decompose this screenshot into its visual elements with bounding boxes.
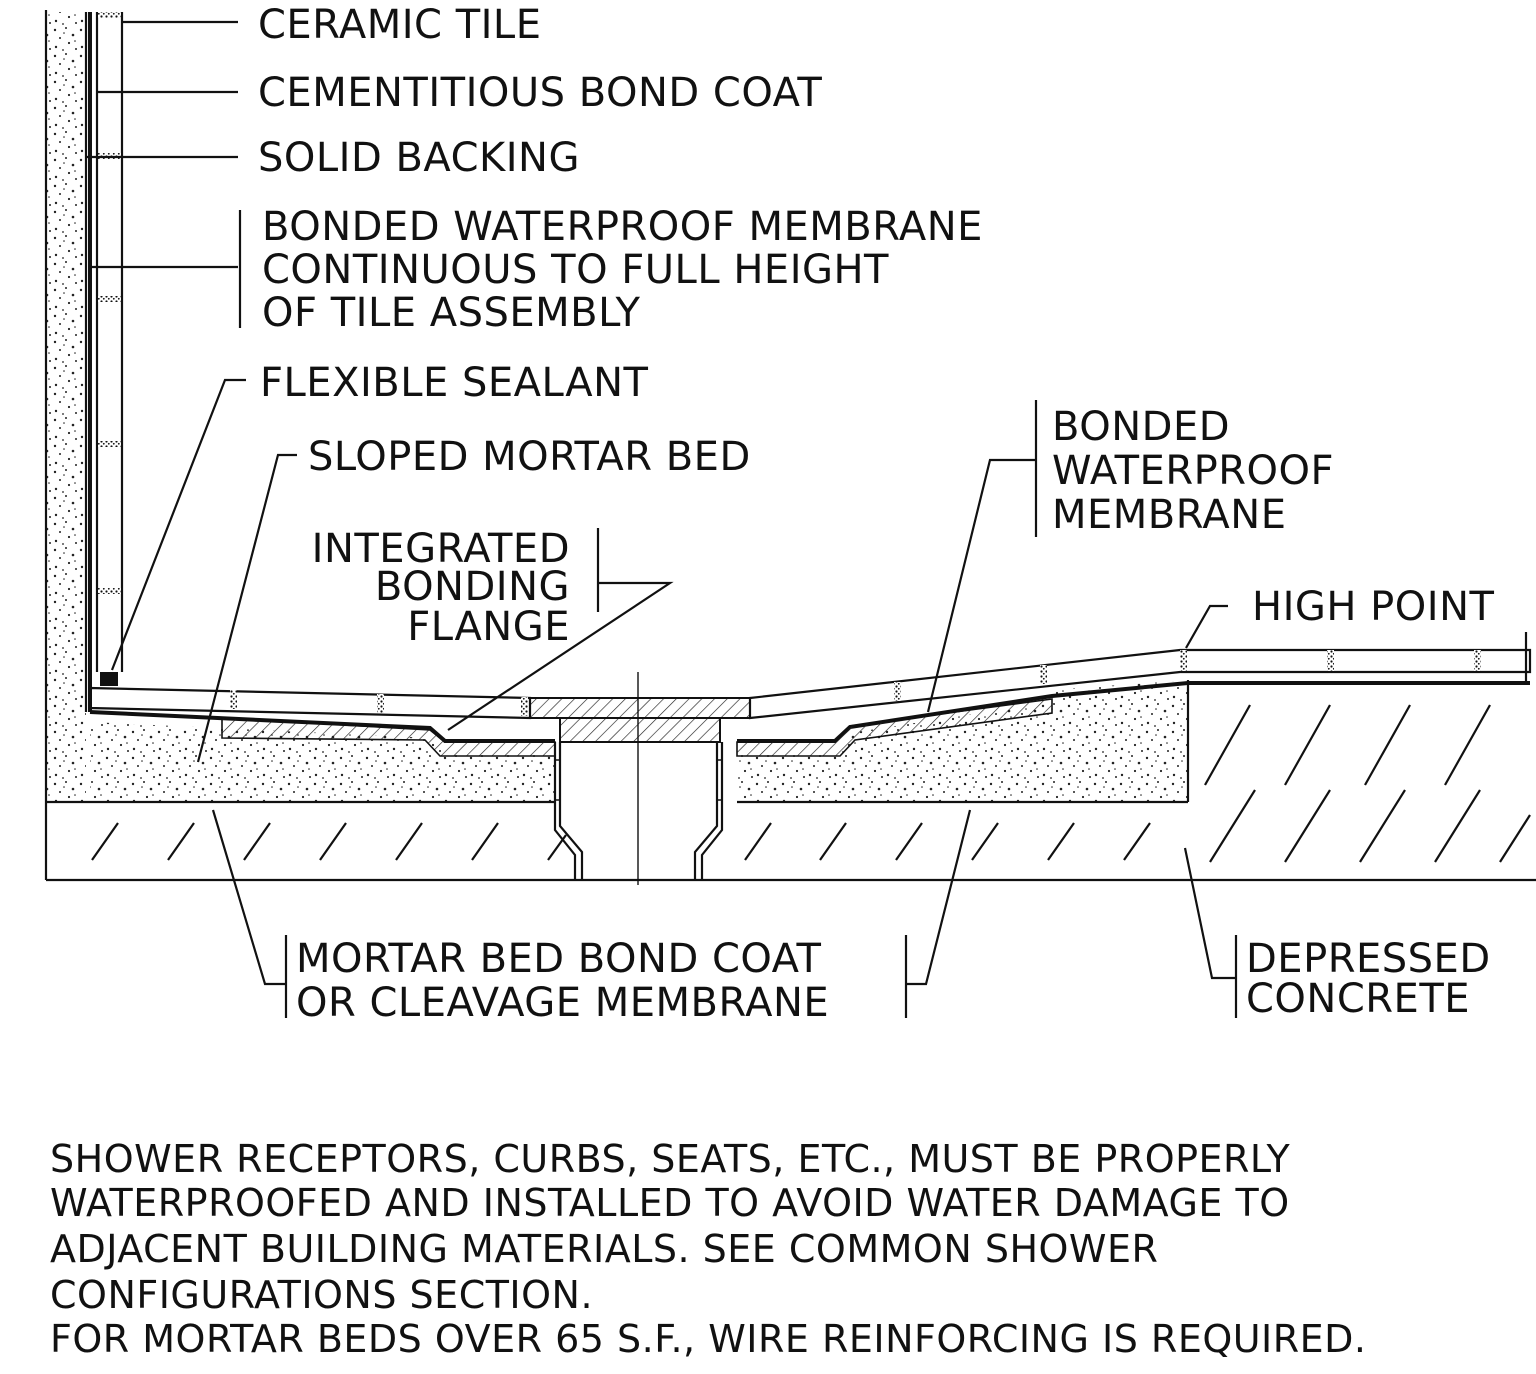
general-notes: SHOWER RECEPTORS, CURBS, SEATS, ETC., MU… (50, 1137, 1367, 1361)
floor-membrane-right (737, 681, 1530, 743)
label-solid-backing: SOLID BACKING (258, 135, 580, 181)
depressed-concrete-hatch (1204, 704, 1531, 863)
label-wall-membrane-line2: CONTINUOUS TO FULL HEIGHT (262, 247, 889, 293)
label-mortar-bed-bond-coat-line2: OR CLEAVAGE MEMBRANE (296, 980, 829, 1026)
callout-labels: CERAMIC TILE CEMENTITIOUS BOND COAT SOLI… (258, 2, 1494, 1026)
label-floor-membrane-line2: WATERPROOF (1052, 448, 1334, 494)
drain-body (559, 717, 721, 743)
label-sloped-mortar-bed: SLOPED MORTAR BED (308, 434, 751, 480)
floor-grout-joints (230, 650, 1481, 716)
bonding-flange-right (736, 698, 1053, 757)
wall-assembly (44, 10, 124, 880)
label-bonding-flange-line3: FLANGE (407, 604, 570, 650)
label-depressed-concrete-line2: CONCRETE (1246, 976, 1470, 1022)
label-depressed-concrete-line1: DEPRESSED (1246, 936, 1491, 982)
slab-hatch-marks (91, 822, 1151, 861)
label-mortar-bed-bond-coat-line1: MORTAR BED BOND COAT (296, 936, 821, 982)
label-cementitious-bond-coat: CEMENTITIOUS BOND COAT (258, 70, 822, 116)
drain-pipe-left (553, 742, 584, 880)
label-wall-membrane-line3: OF TILE ASSEMBLY (262, 290, 641, 336)
solid-backing-wall (46, 12, 86, 802)
drain-assembly (529, 672, 751, 885)
label-wall-membrane-line1: BONDED WATERPROOF MEMBRANE (262, 204, 983, 250)
note-line-1: SHOWER RECEPTORS, CURBS, SEATS, ETC., MU… (50, 1137, 1291, 1181)
label-floor-membrane-line3: MEMBRANE (1052, 492, 1286, 538)
label-flexible-sealant: FLEXIBLE SEALANT (260, 360, 648, 406)
note-line-5: FOR MORTAR BEDS OVER 65 S.F., WIRE REINF… (50, 1317, 1367, 1361)
label-bonding-flange-line1: INTEGRATED (312, 526, 570, 572)
floor-assembly (46, 632, 1536, 885)
drain-grate (529, 697, 751, 719)
leader-lines (86, 20, 1238, 1018)
drain-pipe-right (693, 742, 724, 880)
label-bonding-flange-line2: BONDING (375, 564, 570, 610)
note-line-3: ADJACENT BUILDING MATERIALS. SEE COMMON … (50, 1227, 1158, 1271)
label-floor-membrane-line1: BONDED (1052, 404, 1230, 450)
sloped-mortar-bed-left (90, 722, 555, 802)
flexible-sealant-bead (100, 672, 118, 686)
wall-grout-joints (98, 12, 121, 594)
label-ceramic-tile: CERAMIC TILE (258, 2, 541, 48)
concrete-slab (46, 680, 1536, 882)
note-line-2: WATERPROOFED AND INSTALLED TO AVOID WATE… (50, 1181, 1290, 1225)
label-high-point: HIGH POINT (1252, 584, 1494, 630)
sloped-mortar-bed-right (737, 680, 1188, 802)
note-line-4: CONFIGURATIONS SECTION. (50, 1273, 593, 1317)
